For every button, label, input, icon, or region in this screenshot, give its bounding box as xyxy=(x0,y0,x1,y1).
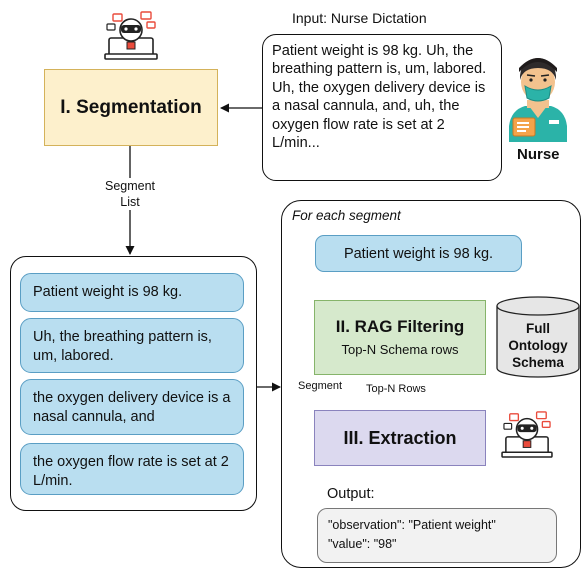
output-box: "observation": "Patient weight" "value":… xyxy=(317,508,557,563)
segment-item: the oxygen flow rate is set at 2 L/min. xyxy=(20,443,244,495)
segment-item-text: the oxygen delivery device is a nasal ca… xyxy=(33,390,231,425)
extraction-box: III. Extraction xyxy=(314,410,486,466)
segment-arrow-label: Segment xyxy=(297,380,344,392)
for-each-label: For each segment xyxy=(292,208,401,223)
nurse-avatar-icon xyxy=(509,58,567,142)
segment-item-text: the oxygen flow rate is set at 2 L/min. xyxy=(33,454,229,489)
rag-filtering-title: II. RAG Filtering xyxy=(335,317,465,336)
output-label: Output: xyxy=(327,486,375,502)
rag-filtering-subtitle: Top-N Schema rows xyxy=(341,342,459,357)
current-segment-text: Patient weight is 98 kg. xyxy=(343,245,494,262)
segment-item-text: Patient weight is 98 kg. xyxy=(33,284,183,300)
ontology-label: Full Ontology Schema xyxy=(495,320,581,371)
segment-item: the oxygen delivery device is a nasal ca… xyxy=(20,379,244,435)
segment-list-label-line2: List xyxy=(120,195,140,209)
ontology-label-line2: Ontology xyxy=(508,338,568,353)
rag-filtering-box: II. RAG Filtering Top-N Schema rows xyxy=(314,300,486,375)
dictation-text: Patient weight is 98 kg. Uh, the breathi… xyxy=(272,43,487,152)
segment-item: Uh, the breathing pattern is, um, labore… xyxy=(20,318,244,373)
segment-item-text: Uh, the breathing pattern is, um, labore… xyxy=(33,329,212,364)
segmentation-label: I. Segmentation xyxy=(60,96,202,118)
current-segment-pill: Patient weight is 98 kg. xyxy=(315,235,522,272)
segment-list-label-line1: Segment xyxy=(104,179,156,193)
ontology-label-line1: Full xyxy=(526,321,550,336)
ontology-label-line3: Schema xyxy=(512,355,564,370)
dictation-box: Patient weight is 98 kg. Uh, the breathi… xyxy=(262,34,502,181)
output-line: "value": "98" xyxy=(328,537,397,551)
segmentation-box: I. Segmentation xyxy=(44,69,218,146)
topn-arrow-label: Top-N Rows xyxy=(365,383,427,395)
nurse-label: Nurse xyxy=(517,146,560,163)
input-title: Input: Nurse Dictation xyxy=(292,10,427,26)
robot-icon xyxy=(104,11,158,60)
segment-item: Patient weight is 98 kg. xyxy=(20,273,244,312)
robot-icon xyxy=(501,411,553,458)
segment-list-label: Segment List xyxy=(96,178,164,210)
extraction-label: III. Extraction xyxy=(343,427,457,448)
ontology-database-icon xyxy=(496,296,580,378)
output-line: "observation": "Patient weight" xyxy=(328,518,496,532)
